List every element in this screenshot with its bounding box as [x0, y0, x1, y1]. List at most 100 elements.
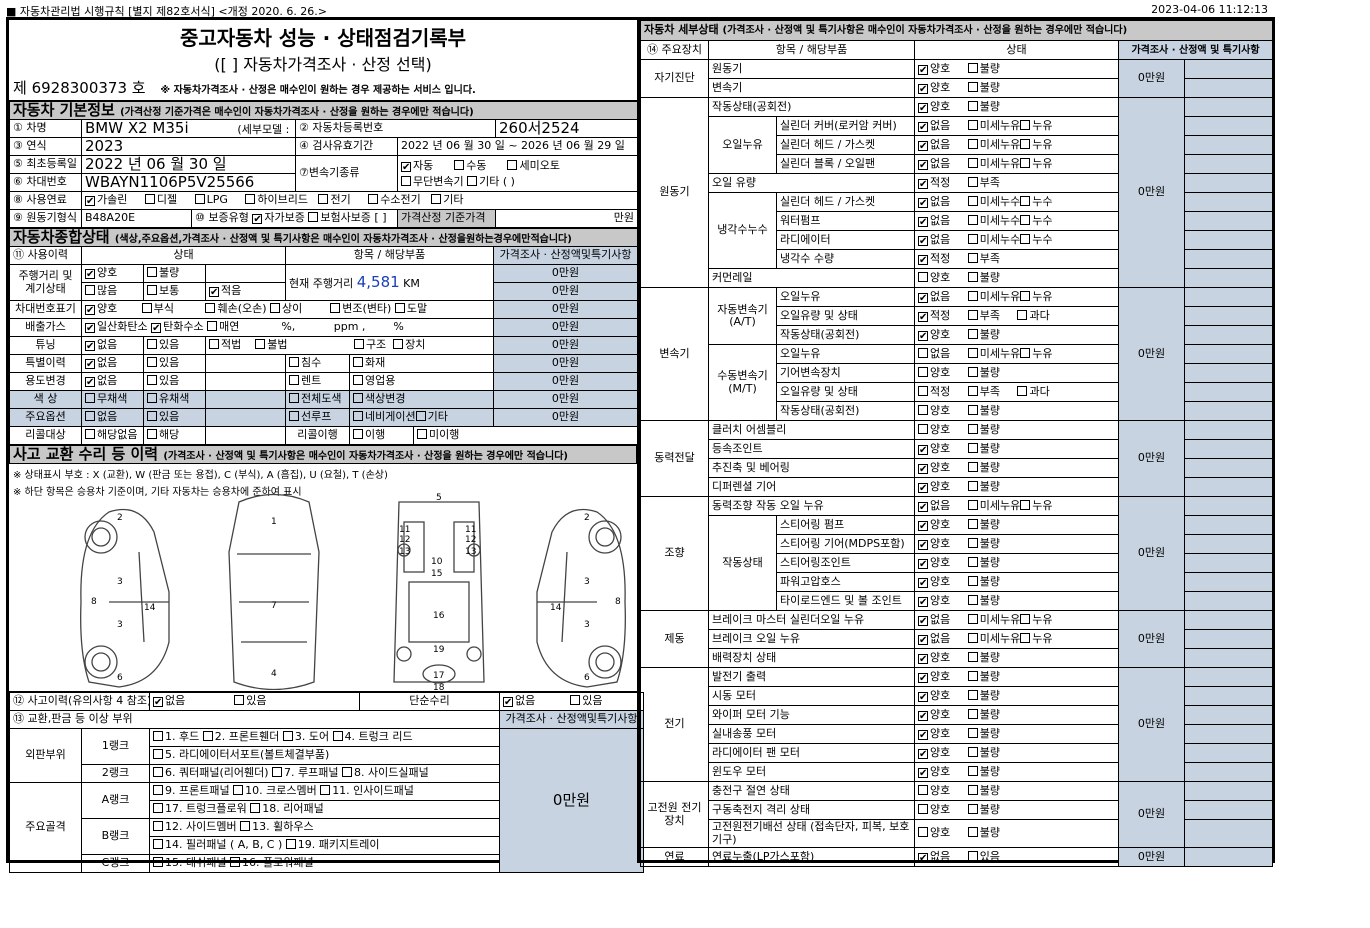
- checkbox[interactable]: [1020, 613, 1031, 624]
- checkbox[interactable]: [209, 339, 219, 350]
- checkbox[interactable]: [1020, 138, 1031, 149]
- checkbox[interactable]: [967, 670, 978, 681]
- checkbox[interactable]: [205, 303, 216, 314]
- checkbox[interactable]: [1020, 632, 1031, 643]
- checkbox[interactable]: [289, 393, 299, 404]
- checkbox[interactable]: [967, 423, 978, 434]
- checkbox[interactable]: [454, 159, 465, 170]
- checkbox[interactable]: [153, 767, 163, 778]
- checkbox[interactable]: ✔: [918, 653, 928, 665]
- checkbox[interactable]: ✔: [918, 539, 928, 551]
- checkbox[interactable]: ✔: [918, 311, 928, 323]
- checkbox[interactable]: ✔: [85, 269, 95, 281]
- checkbox[interactable]: ✔: [918, 216, 928, 228]
- checkbox[interactable]: [967, 727, 978, 738]
- checkbox[interactable]: [967, 689, 978, 700]
- checkbox[interactable]: ✔: [918, 501, 928, 513]
- checkbox[interactable]: [85, 393, 95, 404]
- checkbox[interactable]: [353, 357, 363, 368]
- checkbox[interactable]: ✔: [918, 197, 928, 209]
- checkbox[interactable]: [967, 518, 978, 529]
- checkbox[interactable]: [918, 347, 928, 358]
- checkbox[interactable]: [245, 194, 256, 205]
- checkbox[interactable]: [967, 461, 978, 472]
- checkbox[interactable]: ✔: [209, 287, 219, 299]
- checkbox[interactable]: ✔: [918, 710, 928, 722]
- checkbox[interactable]: [967, 746, 978, 757]
- checkbox[interactable]: [967, 708, 978, 719]
- checkbox[interactable]: [147, 375, 157, 386]
- checkbox[interactable]: [194, 194, 205, 205]
- checkbox[interactable]: [153, 785, 163, 796]
- checkbox[interactable]: ✔: [918, 140, 928, 152]
- checkbox[interactable]: ✔: [85, 341, 95, 353]
- checkbox[interactable]: ✔: [918, 852, 928, 864]
- checkbox[interactable]: [233, 785, 244, 796]
- checkbox[interactable]: ✔: [918, 159, 928, 171]
- checkbox[interactable]: [1020, 347, 1031, 358]
- checkbox[interactable]: ✔: [918, 254, 928, 266]
- checkbox[interactable]: [147, 339, 157, 350]
- checkbox[interactable]: [401, 175, 411, 186]
- checkbox[interactable]: ✔: [918, 672, 928, 684]
- checkbox[interactable]: [967, 442, 978, 453]
- checkbox[interactable]: ✔: [918, 64, 928, 76]
- checkbox[interactable]: [153, 839, 163, 850]
- checkbox[interactable]: [967, 290, 978, 301]
- checkbox[interactable]: [289, 411, 299, 422]
- checkbox[interactable]: [967, 347, 978, 358]
- checkbox[interactable]: [967, 803, 978, 814]
- checkbox[interactable]: ✔: [918, 615, 928, 627]
- checkbox[interactable]: [1017, 309, 1028, 320]
- checkbox[interactable]: [147, 267, 157, 278]
- checkbox[interactable]: [967, 81, 978, 92]
- checkbox[interactable]: [1017, 385, 1028, 396]
- checkbox[interactable]: [918, 803, 928, 814]
- checkbox[interactable]: ✔: [918, 577, 928, 589]
- checkbox[interactable]: ✔: [918, 729, 928, 741]
- checkbox[interactable]: [417, 429, 427, 440]
- checkbox[interactable]: ✔: [918, 691, 928, 703]
- checkbox[interactable]: [967, 195, 978, 206]
- checkbox[interactable]: ✔: [918, 767, 928, 779]
- checkbox[interactable]: ✔: [918, 235, 928, 247]
- checkbox[interactable]: [320, 785, 331, 796]
- checkbox[interactable]: ✔: [918, 330, 928, 342]
- checkbox[interactable]: [967, 632, 978, 643]
- checkbox[interactable]: [147, 357, 157, 368]
- checkbox[interactable]: ✔: [918, 83, 928, 95]
- checkbox[interactable]: [368, 194, 379, 205]
- checkbox[interactable]: [144, 194, 155, 205]
- checkbox[interactable]: [967, 765, 978, 776]
- checkbox[interactable]: [967, 100, 978, 111]
- checkbox[interactable]: [272, 767, 283, 778]
- checkbox[interactable]: [967, 328, 978, 339]
- checkbox[interactable]: ✔: [503, 697, 513, 709]
- checkbox[interactable]: [394, 303, 405, 314]
- checkbox[interactable]: [85, 411, 95, 422]
- checkbox[interactable]: [967, 233, 978, 244]
- checkbox[interactable]: [967, 309, 978, 320]
- checkbox[interactable]: ✔: [918, 178, 928, 190]
- checkbox[interactable]: [330, 303, 341, 314]
- checkbox[interactable]: [289, 357, 299, 368]
- checkbox[interactable]: [967, 366, 978, 377]
- checkbox[interactable]: [353, 393, 363, 404]
- checkbox[interactable]: [85, 429, 95, 440]
- checkbox[interactable]: [967, 594, 978, 605]
- checkbox[interactable]: [918, 385, 928, 396]
- checkbox[interactable]: [967, 385, 978, 396]
- checkbox[interactable]: ✔: [85, 359, 95, 371]
- checkbox[interactable]: [918, 271, 928, 282]
- checkbox[interactable]: [202, 731, 213, 742]
- checkbox[interactable]: [1020, 157, 1031, 168]
- checkbox[interactable]: [967, 138, 978, 149]
- checkbox[interactable]: [282, 731, 293, 742]
- checkbox[interactable]: [1020, 214, 1031, 225]
- checkbox[interactable]: [967, 62, 978, 73]
- checkbox[interactable]: ✔: [85, 305, 95, 317]
- checkbox[interactable]: [147, 411, 157, 422]
- checkbox[interactable]: ✔: [401, 161, 411, 173]
- checkbox[interactable]: [918, 784, 928, 795]
- checkbox[interactable]: [153, 803, 163, 814]
